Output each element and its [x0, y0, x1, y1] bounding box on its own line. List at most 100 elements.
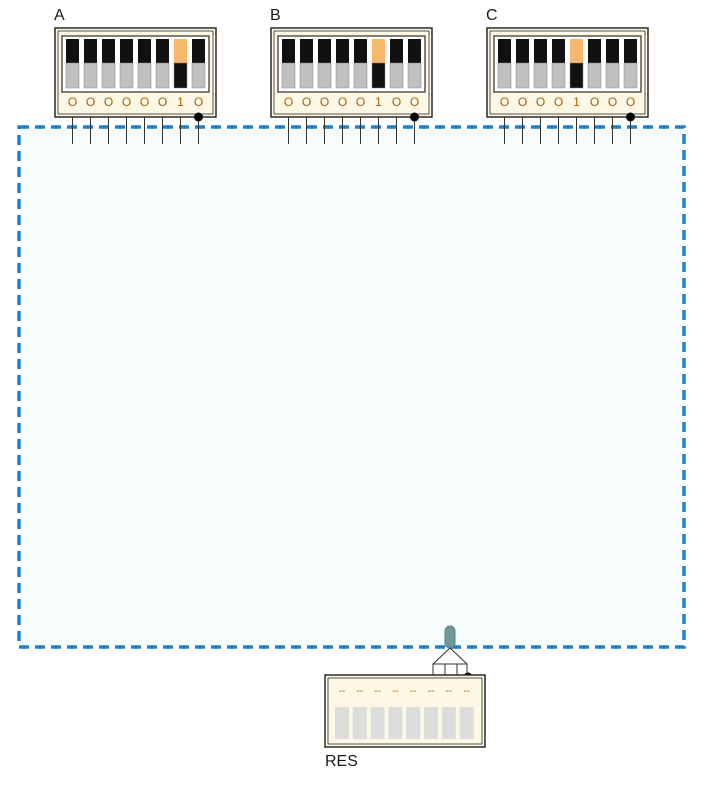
dip-switch-lever-bottom [533, 62, 548, 89]
dip-switch-lever-top [516, 39, 529, 63]
dip-bit-value: O [140, 95, 149, 109]
dip-bit-value: O [86, 95, 95, 109]
dip-switch-lever-bottom [83, 62, 98, 89]
display-digit-placeholder: -- [410, 686, 417, 697]
connector-plug [444, 625, 456, 649]
dip-switch-lever-bottom [155, 62, 170, 89]
dip-housing-inner [489, 30, 646, 115]
connector-wire [432, 647, 451, 676]
dip-switch-lever-top [318, 39, 331, 63]
dip-switch-lever-top [606, 39, 619, 63]
dip-switch-lever-bottom [551, 62, 566, 89]
display-digit-placeholder: -- [356, 686, 363, 697]
dip-bit-value: O [194, 95, 203, 109]
dip-housing-inner [57, 30, 214, 115]
dip-switch-lever-top [192, 39, 205, 63]
dip-switch-lever-top [588, 39, 601, 63]
dip-switch-lever-top [354, 39, 367, 63]
display-cell [441, 707, 456, 739]
dip-switch-b-label: B [270, 7, 281, 24]
bus-dot [194, 112, 203, 122]
dip-switch-lever-top [570, 39, 583, 63]
dip-switch-lever-bottom [119, 62, 134, 89]
dip-switch-lever-top [372, 39, 385, 63]
dip-switch-lever-top [66, 39, 79, 63]
dip-bit-value: O [284, 95, 293, 109]
display-digit-placeholder: -- [445, 686, 452, 697]
dip-bit-value: O [122, 95, 131, 109]
dip-switch-lever-top [390, 39, 403, 63]
dip-switch-lever-bottom [587, 62, 602, 89]
dip-bit-value: O [608, 95, 617, 109]
display-digit-placeholder: -- [392, 686, 399, 697]
dip-switch-lever-bottom [407, 62, 422, 89]
dip-switch-lever-top [624, 39, 637, 63]
dip-bit-value: O [338, 95, 347, 109]
display-digit-placeholder: -- [428, 686, 435, 697]
dip-bit-value: O [500, 95, 509, 109]
display-housing-inner [327, 677, 483, 745]
display-cell [335, 707, 349, 739]
dip-bit-value: 1 [375, 95, 382, 109]
dip-bit-value: O [302, 95, 311, 109]
dip-switch-lever-top [84, 39, 97, 63]
dip-switch-lever-bottom [623, 62, 638, 89]
dip-switch-lever-bottom [515, 62, 530, 89]
connector-wire [449, 647, 468, 676]
dip-bit-value: 1 [177, 95, 184, 109]
dip-switch-lever-top [102, 39, 115, 63]
dip-switch-lever-top [282, 39, 295, 63]
display-cell [406, 707, 421, 739]
display-cell [459, 707, 474, 739]
dip-bit-value: O [392, 95, 401, 109]
dip-housing-inner [273, 30, 430, 115]
dip-switch-lever-bottom [353, 62, 368, 89]
dip-switch-lever-top [156, 39, 169, 63]
dip-switch-lever-bottom [317, 62, 332, 89]
dip-switch-lever-top [138, 39, 151, 63]
dip-switch-lever-bottom [173, 62, 188, 89]
display-digit-placeholder: -- [374, 686, 381, 697]
dip-switch-lever-top [300, 39, 313, 63]
subcircuit-region[interactable] [17, 125, 686, 649]
dip-switch-lever-top [534, 39, 547, 63]
dip-switch-lever-top [336, 39, 349, 63]
dip-switch-lever-top [120, 39, 133, 63]
dip-switch-lever-bottom [605, 62, 620, 89]
dip-bit-value: O [518, 95, 527, 109]
dip-bit-value: 1 [573, 95, 580, 109]
dip-bit-value: O [626, 95, 635, 109]
dip-switch-lever-bottom [335, 62, 350, 89]
dip-switch-lever-bottom [569, 62, 584, 89]
dip-switch-lever-top [552, 39, 565, 63]
dip-bit-value: O [536, 95, 545, 109]
dip-switch-c-label: C [486, 7, 498, 24]
dip-switch-lever-top [408, 39, 421, 63]
display-cell [424, 707, 438, 739]
dip-switch-lever-top [498, 39, 511, 63]
dip-bit-value: O [590, 95, 599, 109]
display-cell [388, 707, 403, 739]
dip-switch-lever-top [174, 39, 187, 63]
dip-switch-lever-bottom [137, 62, 152, 89]
dip-switch-lever-bottom [65, 62, 80, 89]
dip-switch-lever-bottom [299, 62, 314, 89]
dip-switch-a-label: A [54, 7, 65, 24]
display-cell [352, 707, 367, 739]
result-display[interactable]: ---------------- [324, 674, 486, 748]
dip-bit-value: O [158, 95, 167, 109]
dip-bit-value: O [410, 95, 419, 109]
dip-bit-value: O [320, 95, 329, 109]
dip-bit-value: O [104, 95, 113, 109]
dip-switch-lever-bottom [389, 62, 404, 89]
dip-switch-lever-bottom [497, 62, 512, 89]
dip-switch-lever-bottom [281, 62, 296, 89]
display-cell [370, 707, 385, 739]
dip-bit-value: O [68, 95, 77, 109]
display-digit-placeholder: -- [339, 686, 346, 697]
dip-switch-lever-bottom [191, 62, 206, 89]
